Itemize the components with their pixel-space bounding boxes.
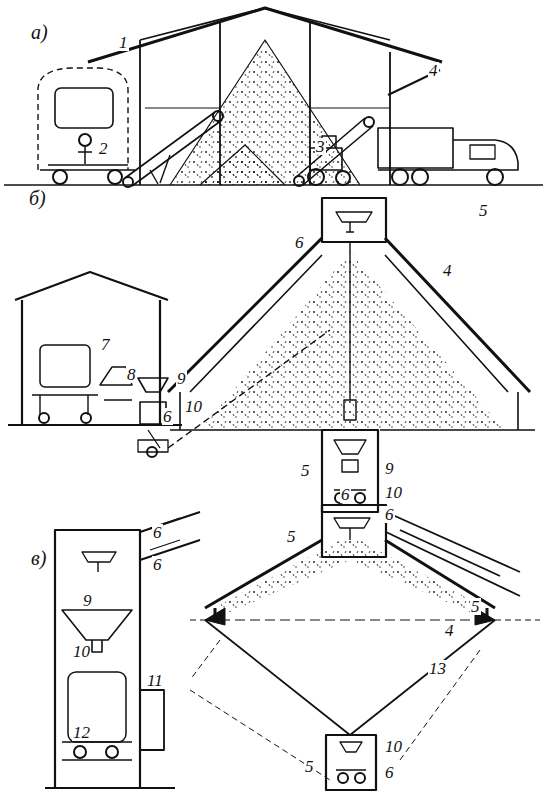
callout-number: 9 (82, 592, 93, 609)
callout-number: 13 (428, 660, 447, 677)
callout-number: 6 (340, 486, 351, 503)
panel-letter: б) (28, 188, 47, 208)
callout-number: 3 (315, 138, 326, 155)
callout-number: 6 (162, 408, 173, 425)
callout-number: 6 (152, 524, 163, 541)
callout-number: 6 (384, 506, 395, 523)
callout-number: 5 (478, 202, 489, 219)
callout-number: 2 (98, 140, 109, 157)
callout-number: 4 (428, 62, 439, 79)
callout-number: 4 (442, 262, 453, 279)
callout-number: 9 (384, 460, 395, 477)
callout-number: 12 (72, 724, 91, 741)
callout-number: 10 (184, 398, 203, 415)
callout-number: 8 (126, 366, 137, 383)
callout-number: 7 (100, 336, 111, 353)
callout-number: 11 (146, 672, 164, 689)
callout-number: 5 (470, 598, 481, 615)
callout-number: 6 (294, 234, 305, 251)
callout-number: 10 (384, 484, 403, 501)
callout-number: 6 (384, 764, 395, 781)
callout-number: 9 (176, 370, 187, 387)
callout-number: 1 (118, 34, 129, 51)
callout-number: 4 (444, 622, 455, 639)
callout-number: 10 (72, 643, 91, 660)
panel-letter: в) (30, 548, 47, 568)
callout-number: 10 (384, 738, 403, 755)
callout-number: 6 (152, 556, 163, 573)
callout-number: 5 (286, 528, 297, 545)
panel-letter: а) (30, 22, 49, 42)
callout-number: 5 (304, 758, 315, 775)
callout-number: 5 (300, 462, 311, 479)
